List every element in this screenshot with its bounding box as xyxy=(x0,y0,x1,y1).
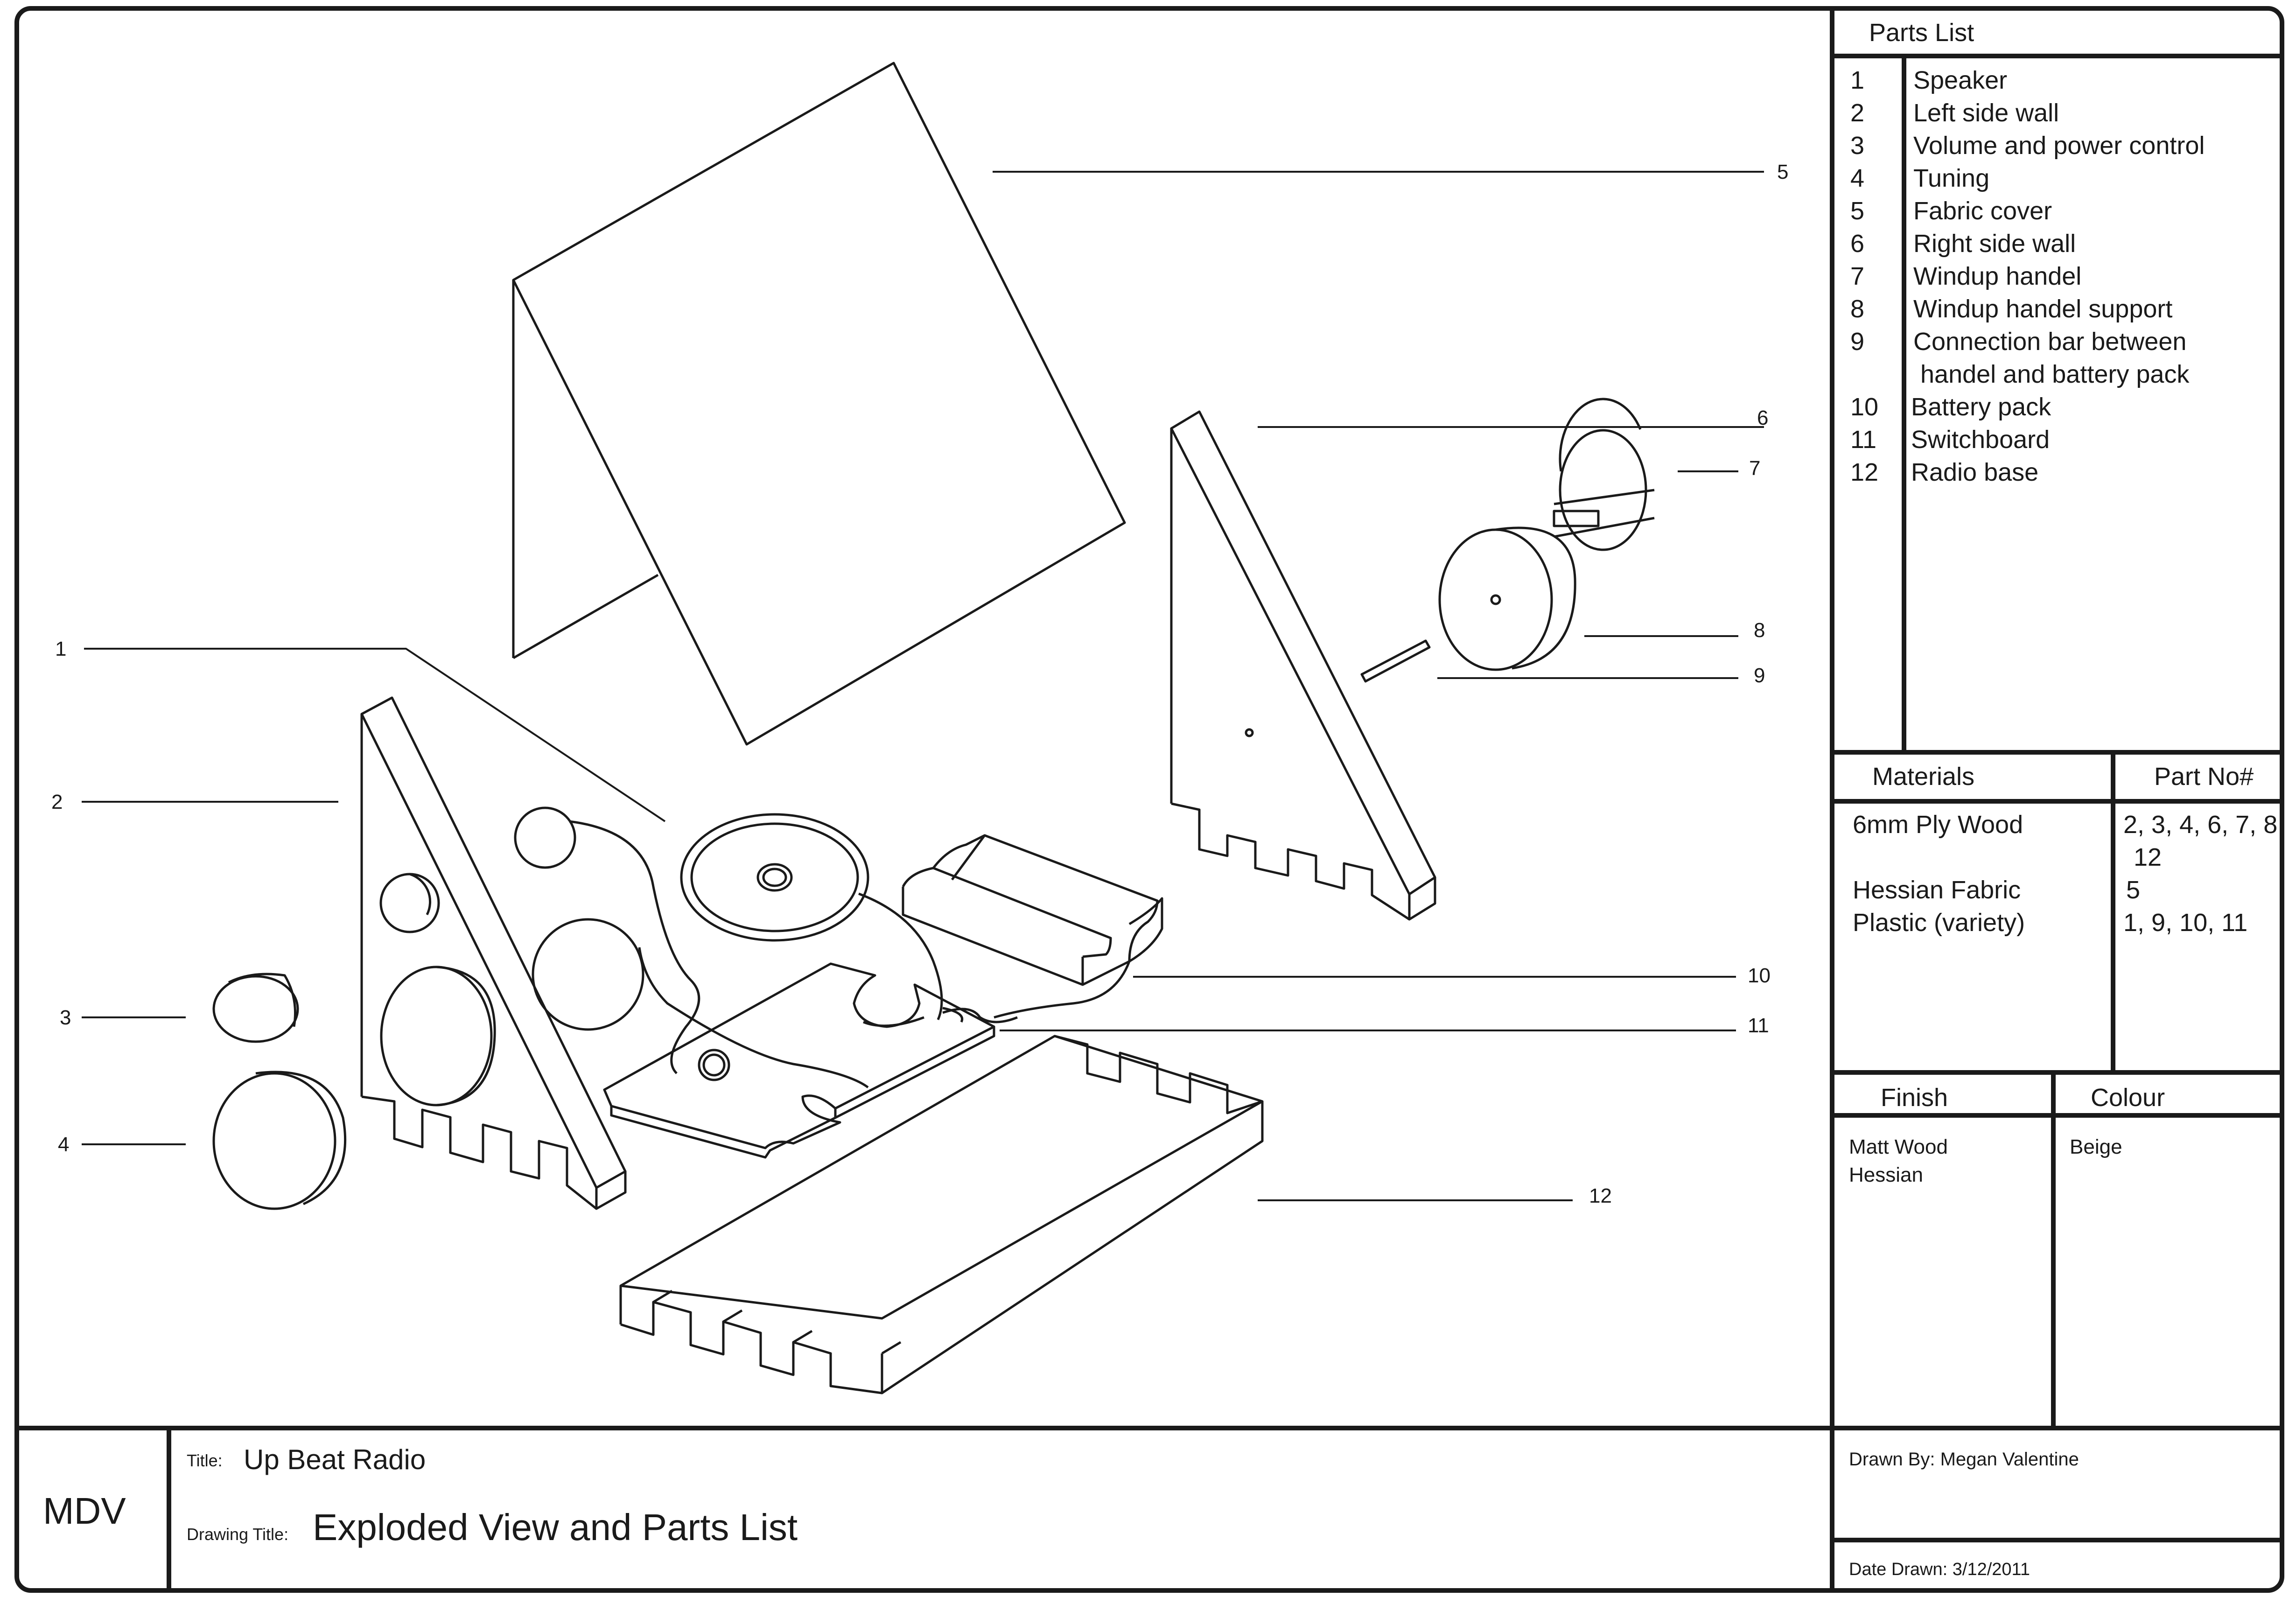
right-panel-grid xyxy=(1832,54,2282,1542)
finish-colour: Finish Colour Matt Wood Hessian Beige xyxy=(1849,1084,2165,1186)
part-no-5: 5 xyxy=(1850,197,1864,225)
initials: MDV xyxy=(43,1490,126,1532)
callout-11: 11 xyxy=(1748,1014,1769,1037)
part-no-1: 1 xyxy=(1850,66,1864,94)
part-no-10: 10 xyxy=(1850,393,1878,421)
inner-components xyxy=(514,806,730,1081)
part-name-4: Tuning xyxy=(1913,164,1989,192)
fabric-cover xyxy=(512,62,1126,746)
part-name-10: Battery pack xyxy=(1911,393,2051,421)
material-row-1-parts: 2, 3, 4, 6, 7, 8, xyxy=(2123,811,2284,839)
title-label: Title: xyxy=(187,1451,223,1470)
colour-value: Beige xyxy=(2070,1135,2122,1158)
material-row-2: Hessian Fabric xyxy=(1853,876,2021,904)
callout-4: 4 xyxy=(58,1133,69,1156)
callout-1: 1 xyxy=(55,637,66,660)
title-value: Up Beat Radio xyxy=(244,1444,426,1475)
callout-12: 12 xyxy=(1589,1184,1612,1207)
drawing-title-value: Exploded View and Parts List xyxy=(313,1506,798,1548)
windup-handel-support xyxy=(1438,526,1576,671)
material-row-1: 6mm Ply Wood xyxy=(1853,811,2023,839)
exploded-view-drawing xyxy=(82,62,1764,1394)
parts-list: Parts List 1 2 3 4 5 6 7 8 9 10 11 12 Sp… xyxy=(1850,19,2205,486)
part-name-9: Connection bar between xyxy=(1913,328,2186,356)
speaker xyxy=(680,813,869,942)
finish-value-1: Matt Wood xyxy=(1849,1135,1948,1158)
volume-control xyxy=(212,973,299,1043)
material-row-1-parts-cont: 12 xyxy=(2134,843,2162,871)
tuning-knob xyxy=(212,1071,347,1210)
radio-base xyxy=(619,1035,1264,1394)
materials-table: Materials Part No# 6mm Ply Wood 2, 3, 4,… xyxy=(1853,763,2284,937)
callout-10: 10 xyxy=(1748,964,1771,987)
left-side-wall xyxy=(360,696,627,1210)
callout-2: 2 xyxy=(51,791,63,813)
part-name-11: Switchboard xyxy=(1911,426,2050,454)
material-row-3-parts: 1, 9, 10, 11 xyxy=(2123,909,2247,937)
callout-numbers: 1 2 3 4 5 6 7 8 9 10 11 12 xyxy=(51,161,1788,1207)
part-name-9-cont: handel and battery pack xyxy=(1913,360,2190,388)
callout-3: 3 xyxy=(60,1006,71,1029)
finish-value-2: Hessian xyxy=(1849,1163,1923,1186)
part-name-3: Volume and power control xyxy=(1913,132,2205,160)
part-no-11: 11 xyxy=(1850,426,1876,454)
part-name-7: Windup handel xyxy=(1913,262,2081,290)
part-no-3: 3 xyxy=(1850,132,1864,160)
date-drawn: Date Drawn: 3/12/2011 xyxy=(1849,1560,2030,1579)
part-name-12: Radio base xyxy=(1911,458,2038,486)
part-name-2: Left side wall xyxy=(1913,99,2059,127)
battery-pack xyxy=(902,834,1163,986)
part-name-8: Windup handel support xyxy=(1913,295,2172,323)
drawing-title-label: Drawing Title: xyxy=(187,1525,288,1544)
part-name-5: Fabric cover xyxy=(1913,197,2052,225)
materials-heading: Materials xyxy=(1872,763,1974,791)
colour-heading: Colour xyxy=(2091,1084,2165,1112)
part-no-7: 7 xyxy=(1850,262,1864,290)
part-no-6: 6 xyxy=(1850,230,1864,258)
callout-8: 8 xyxy=(1754,619,1765,642)
part-no-12: 12 xyxy=(1850,458,1878,486)
title-block: MDV Title: Up Beat Radio Drawing Title: … xyxy=(43,1444,2079,1579)
part-name-1: Speaker xyxy=(1913,66,2007,94)
part-no-8: 8 xyxy=(1850,295,1864,323)
windup-handel xyxy=(1553,398,1655,551)
parts-list-heading: Parts List xyxy=(1869,19,1974,47)
connection-bar xyxy=(1360,639,1431,683)
part-no-9: 9 xyxy=(1850,328,1864,356)
part-name-6: Right side wall xyxy=(1913,230,2076,258)
callout-9: 9 xyxy=(1754,664,1765,687)
parts-list-names: Speaker Left side wall Volume and power … xyxy=(1911,66,2205,486)
callout-5: 5 xyxy=(1777,161,1788,183)
callout-7: 7 xyxy=(1749,457,1760,480)
material-row-3: Plastic (variety) xyxy=(1853,909,2025,937)
right-side-wall xyxy=(1170,410,1436,921)
parts-list-numbers: 1 2 3 4 5 6 7 8 9 10 11 12 xyxy=(1850,66,1878,486)
finish-heading: Finish xyxy=(1881,1084,1948,1112)
part-no-heading: Part No# xyxy=(2154,763,2254,791)
leader-lines xyxy=(82,171,1764,1201)
part-no-4: 4 xyxy=(1850,164,1864,192)
wires xyxy=(569,820,1131,1089)
material-row-2-parts: 5 xyxy=(2126,876,2140,904)
drawn-by: Drawn By: Megan Valentine xyxy=(1849,1449,2079,1470)
switchboard xyxy=(603,962,995,1159)
part-no-2: 2 xyxy=(1850,99,1864,127)
callout-6: 6 xyxy=(1757,406,1768,429)
